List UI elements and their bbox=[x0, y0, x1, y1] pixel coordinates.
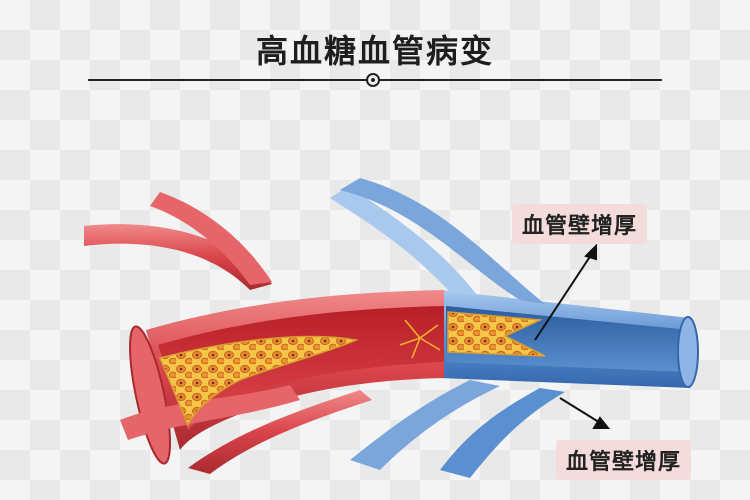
vein-branch-upper bbox=[330, 186, 478, 296]
label-wall-thickening-bottom: 血管壁增厚 bbox=[556, 440, 692, 480]
vein-branch-lower bbox=[350, 380, 500, 470]
artery-plaque bbox=[158, 335, 359, 427]
artery-branch-upper bbox=[150, 192, 272, 285]
artery-branch-upper-left bbox=[84, 224, 272, 290]
artery-branch-lower bbox=[120, 385, 300, 440]
vein-end-cap bbox=[677, 316, 699, 388]
artery-branch-lower-2 bbox=[188, 390, 372, 474]
fibrin-clot bbox=[399, 319, 441, 359]
vein-branch-upper-2 bbox=[340, 178, 545, 304]
divider-ornament bbox=[366, 73, 380, 87]
label-wall-thickening-top: 血管壁增厚 bbox=[512, 204, 648, 244]
page-title: 高血糖血管病变 bbox=[255, 32, 494, 70]
arrow-top bbox=[534, 243, 597, 341]
vein-plaque bbox=[447, 311, 546, 357]
arrow-bottom bbox=[559, 397, 611, 429]
vein-branch-lower-2 bbox=[440, 388, 565, 478]
